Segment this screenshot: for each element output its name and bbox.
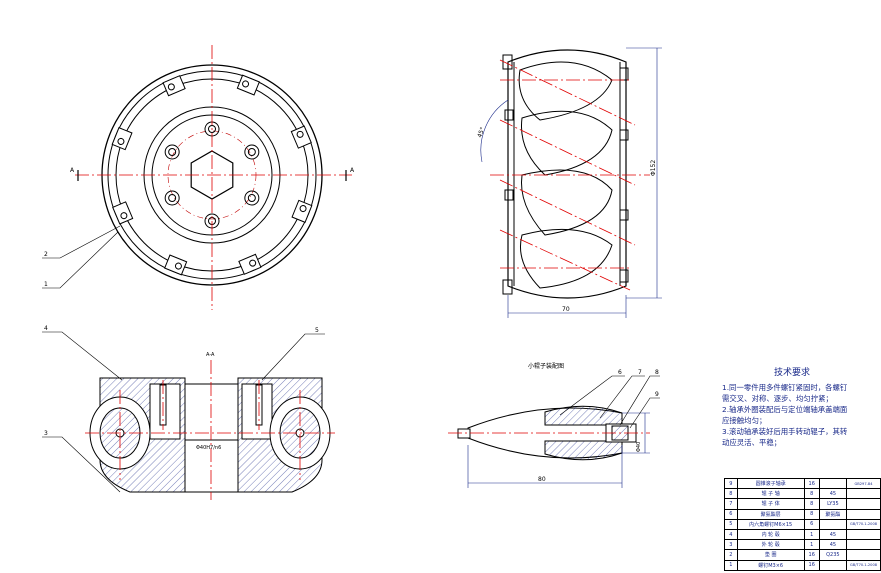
tech-line: 需交叉、对称、逐步、均匀拧紧； <box>722 394 833 403</box>
roller-clamp <box>291 199 313 223</box>
dim-roller-dia: Φ40 <box>636 442 642 452</box>
side-centerlines <box>490 59 650 291</box>
section-mark-right: A <box>350 167 355 174</box>
roller-leaders <box>559 375 660 429</box>
bolt-hole <box>164 190 180 206</box>
bolt-hole <box>208 125 216 133</box>
bore-label: Φ40H7/n6 <box>196 445 221 451</box>
roller-clamp <box>290 125 312 149</box>
dim-angle: 45° <box>476 126 486 138</box>
balloon-2: 2 <box>44 251 48 258</box>
section-view <box>89 377 331 493</box>
bolt-hole <box>244 190 260 206</box>
roller-clamp <box>164 254 188 276</box>
front-view <box>75 45 352 310</box>
roller-dimensions <box>467 412 650 488</box>
bolt-hole <box>244 144 260 160</box>
tech-line: 3.滚动轴承装好后用手转动辊子，其转 <box>722 427 848 436</box>
section-label: A-A <box>206 352 215 358</box>
roller-clamp <box>236 74 260 96</box>
balloon-1: 1 <box>44 281 48 288</box>
balloon-8: 8 <box>655 369 659 376</box>
dim-roller-length: 80 <box>538 476 546 483</box>
tech-title: 技术要求 <box>773 368 810 378</box>
dim-width: 70 <box>562 306 570 313</box>
front-leaders <box>42 225 121 289</box>
bolt-hole <box>164 144 180 160</box>
tech-line: 1.同一零件用多件螺钉紧固时，各螺钉 <box>722 383 848 392</box>
balloon-7: 7 <box>638 369 642 376</box>
technical-requirements: 技术要求 1.同一零件用多件螺钉紧固时，各螺钉 需交叉、对称、逐步、均匀拧紧； … <box>722 368 881 448</box>
side-dimensions <box>480 47 662 318</box>
balloon-9: 9 <box>655 391 659 398</box>
roller-clamps <box>111 74 313 276</box>
balloon-4: 4 <box>44 325 48 332</box>
bolt-hole <box>247 194 256 202</box>
roller-clamp <box>162 75 186 97</box>
roller-clamp <box>112 201 134 225</box>
section-leaders <box>42 331 325 493</box>
bolt-hole <box>247 148 256 156</box>
roller-clamp <box>111 127 133 151</box>
tech-line: 2.轴承外圈装配后与定位端轴承盖端面 <box>722 405 848 414</box>
section-mark-left: A <box>70 167 75 174</box>
tech-line: 应接触均匀； <box>722 416 767 425</box>
roller-view-title: 小辊子装配图 <box>528 362 564 370</box>
side-view <box>502 49 629 299</box>
dim-height: Φ152 <box>650 160 657 176</box>
tech-line: 动应灵活、平稳； <box>722 438 782 447</box>
balloon-6: 6 <box>618 369 622 376</box>
balloon-3: 3 <box>44 430 48 437</box>
roller-clamp <box>238 253 262 275</box>
bolt-hole <box>168 148 177 156</box>
bolt-hole <box>168 194 177 202</box>
balloon-5: 5 <box>315 327 319 334</box>
section-centerlines <box>85 360 335 500</box>
